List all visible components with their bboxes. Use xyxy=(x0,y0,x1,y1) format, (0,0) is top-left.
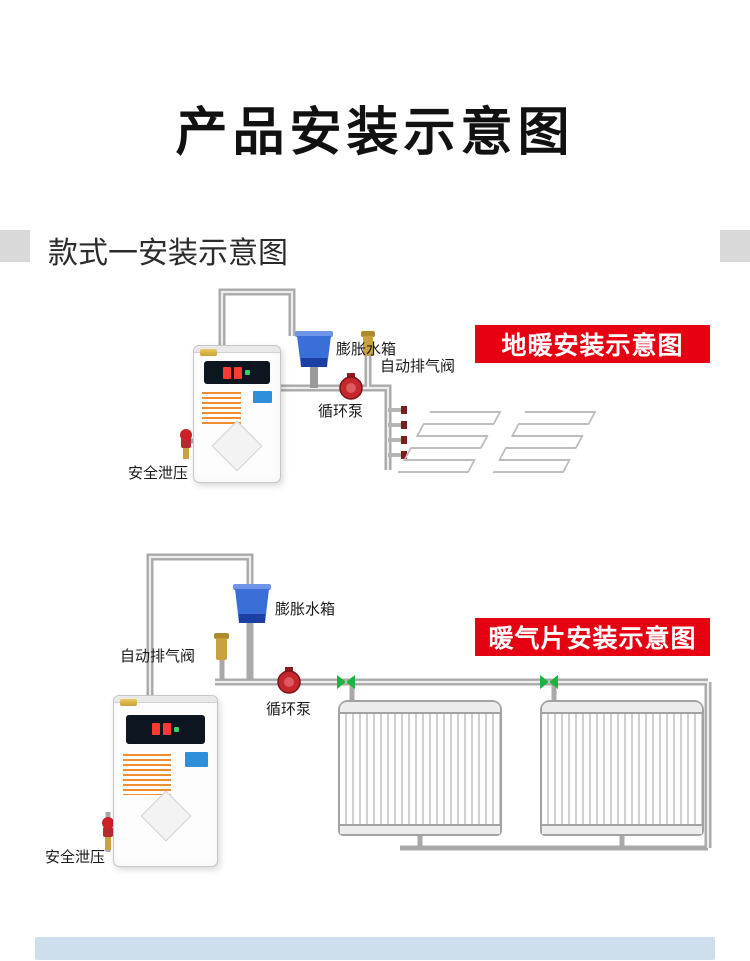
warning-sticker xyxy=(201,392,242,425)
expansion-tank xyxy=(295,331,333,388)
brand-logo xyxy=(200,349,217,356)
section-title: 款式一安装示意图 xyxy=(48,237,288,270)
circulation-pump xyxy=(277,667,301,694)
boiler-top-strip xyxy=(114,696,217,703)
safety-relief-label: 安全泄压 xyxy=(45,849,106,866)
wall-mounted-boiler xyxy=(193,345,281,483)
spec-sticker xyxy=(253,390,273,404)
diamond-emblem xyxy=(211,420,263,472)
led-digit xyxy=(223,366,232,379)
safety-relief-valve xyxy=(180,429,192,459)
circulation-pump-label: 循环泵 xyxy=(266,701,312,718)
floor-coil-right xyxy=(492,411,597,473)
circulation-pump xyxy=(339,373,363,400)
green-valve xyxy=(337,675,558,689)
status-led xyxy=(245,370,251,375)
safety-relief-label: 安全泄压 xyxy=(128,465,189,482)
led-digit xyxy=(234,366,243,379)
radiator-panel xyxy=(338,700,502,836)
circulation-pump-label: 循环泵 xyxy=(318,403,364,420)
wall-mounted-boiler xyxy=(113,695,218,867)
radiator-panel xyxy=(540,700,704,836)
led-digit xyxy=(162,723,171,736)
page-title: 产品安装示意图 xyxy=(175,104,575,162)
auto-exhaust-valve-label: 自动排气阀 xyxy=(380,358,456,375)
expansion-tank-label: 膨胀水箱 xyxy=(336,341,397,358)
brand-logo xyxy=(120,699,137,706)
floor-coil-left xyxy=(397,411,502,473)
control-panel xyxy=(204,360,270,385)
radiator-banner: 暖气片安装示意图 xyxy=(475,618,710,656)
auto-exhaust-valve xyxy=(214,633,229,660)
led-digit xyxy=(151,723,160,736)
warning-sticker xyxy=(123,753,171,795)
section-header: 款式一安装示意图 xyxy=(0,228,750,270)
boiler-top-strip xyxy=(194,346,280,353)
auto-exhaust-valve-label: 自动排气阀 xyxy=(120,648,196,665)
auto-exhaust-valve xyxy=(361,331,375,356)
status-led xyxy=(173,726,179,732)
diamond-emblem xyxy=(140,790,191,842)
footer-bar-decoration xyxy=(35,937,715,960)
floor-heating-banner: 地暖安装示意图 xyxy=(475,325,710,363)
expansion-tank xyxy=(233,584,271,623)
spec-sticker xyxy=(185,752,208,768)
right-bar-decoration xyxy=(720,230,750,262)
safety-relief-valve xyxy=(102,817,114,850)
control-panel xyxy=(126,714,205,744)
manifold xyxy=(388,406,407,459)
left-bar-decoration xyxy=(0,230,30,262)
expansion-tank-label: 膨胀水箱 xyxy=(275,601,336,618)
